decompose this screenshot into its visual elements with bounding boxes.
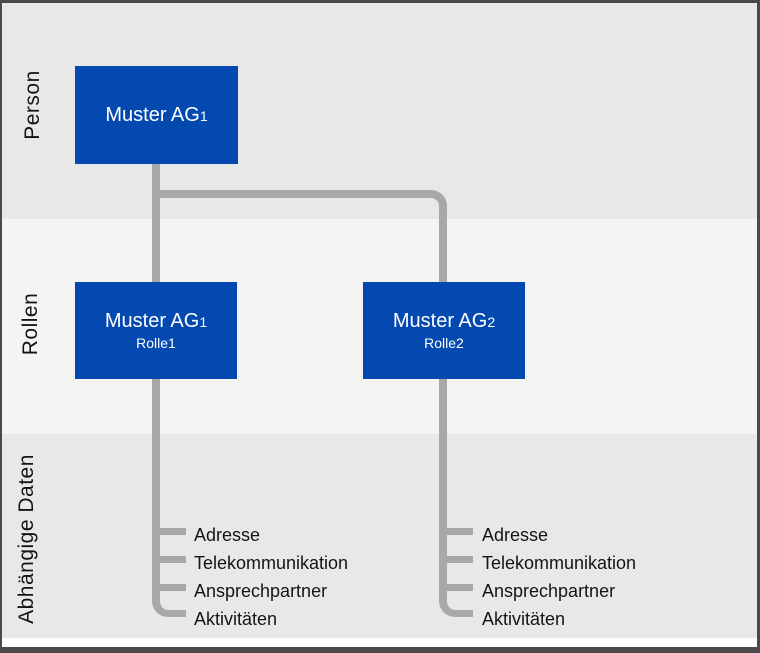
connector-person-to-dependent-left (152, 163, 186, 617)
person-box-title: Muster AG1 (105, 103, 207, 128)
dependent-item: Ansprechpartner (482, 581, 616, 601)
role-box-2-title: Muster AG2 (393, 309, 495, 334)
dependent-item: Telekommunikation (194, 553, 349, 573)
band-label-rollen-text: Rollen (19, 292, 42, 356)
role-box-2-sublabel: Rolle2 (424, 335, 464, 351)
dependent-data-list-left: Adresse Telekommunikation Ansprechpartne… (194, 521, 348, 633)
connector-branch-to-role2 (152, 190, 447, 282)
role-box-1-sublabel: Rolle1 (136, 335, 176, 351)
band-dependent-data (2, 434, 757, 638)
role-box-2: Muster AG2 Rolle2 (363, 282, 525, 379)
person-box-subscript: 1 (199, 107, 208, 124)
dependent-item: Telekommunikation (482, 553, 637, 573)
role-box-1-label: Muster AG (104, 310, 200, 332)
branch-stub-right-telekommunikation (441, 556, 473, 563)
dependent-item: Ansprechpartner (194, 581, 328, 601)
connector-role2-to-dependent-right (439, 282, 473, 617)
person-box-label: Muster AG (105, 103, 200, 126)
band-label-dependent-text: Abhängige Daten (15, 454, 38, 624)
dependent-item: Adresse (194, 525, 261, 545)
band-label-person-text: Person (21, 70, 44, 140)
branch-stub-left-telekommunikation (154, 556, 186, 563)
branch-stub-right-adresse (441, 528, 473, 535)
dependent-item: Aktivitäten (194, 609, 278, 629)
person-box: Muster AG1 (75, 66, 238, 164)
dependent-item: Adresse (482, 525, 549, 545)
branch-stub-right-ansprechpartner (441, 584, 473, 591)
branch-stub-left-adresse (154, 528, 186, 535)
branch-stub-left-ansprechpartner (154, 584, 186, 591)
dependent-data-list-right: Adresse Telekommunikation Ansprechpartne… (482, 521, 636, 633)
role-box-2-label: Muster AG (392, 310, 488, 332)
role-box-2-subscript: 2 (487, 314, 496, 330)
role-box-1-subscript: 1 (199, 314, 208, 330)
role-box-1-title: Muster AG1 (105, 309, 207, 334)
role-box-1: Muster AG1 Rolle1 (75, 282, 237, 379)
dependent-item: Aktivitäten (482, 609, 566, 629)
